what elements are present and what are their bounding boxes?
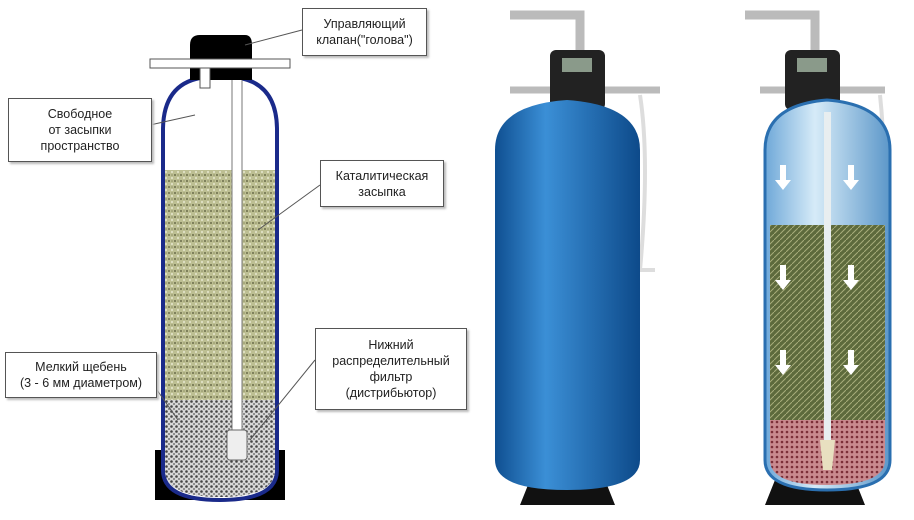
label-line: распределительный: [332, 354, 450, 368]
label-line: засыпка: [358, 184, 406, 199]
label-line: фильтр: [369, 370, 413, 384]
label-line: Каталитическая: [335, 168, 429, 183]
label-line: от засыпки: [48, 123, 112, 137]
label-fine-gravel: Мелкий щебень (3 - 6 мм диаметром): [5, 352, 157, 398]
schematic-tank: [149, 29, 321, 503]
label-control-valve: Управляющий клапан("голова"): [302, 8, 427, 56]
label-free-space: Свободное от засыпки пространство: [8, 98, 152, 162]
blue-tank-photo: [495, 10, 660, 505]
label-line: клапан("голова"): [316, 33, 413, 47]
cutaway-tank-photo: [745, 10, 892, 505]
label-distributor: Нижний распределительный фильтр (дистрибьют…: [315, 328, 467, 410]
label-line: Управляющий: [323, 17, 406, 31]
label-line: пространство: [40, 139, 120, 153]
label-line: (3 - 6 мм диаметром): [19, 376, 143, 390]
label-line: (дистрибьютор): [345, 386, 437, 400]
label-line: Свободное: [47, 107, 113, 121]
label-line: Мелкий щебень: [35, 360, 127, 374]
label-line: Нижний: [368, 338, 414, 352]
